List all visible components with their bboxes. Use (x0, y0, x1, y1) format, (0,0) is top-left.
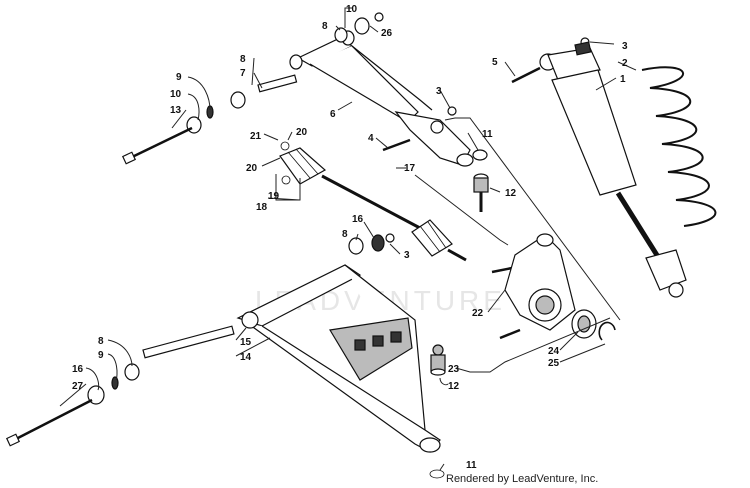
callout-11b: 11 (466, 460, 477, 471)
ball-joint-lower (430, 344, 446, 376)
callout-8b: 8 (240, 54, 246, 65)
callout-23: 23 (448, 364, 460, 375)
callout-12b: 12 (448, 381, 460, 392)
lower-mid-bushings (348, 234, 385, 255)
callout-16b: 16 (72, 364, 84, 375)
callout-8c: 8 (342, 229, 348, 240)
credit-text: Rendered by LeadVenture, Inc. (446, 473, 598, 485)
callout-12a: 12 (505, 188, 517, 199)
callout-4: 4 (368, 133, 374, 144)
callout-7: 7 (240, 68, 246, 79)
lower-a-arm (236, 264, 441, 453)
callout-15: 15 (240, 337, 252, 348)
callout-8d: 8 (98, 336, 104, 347)
callout-8a: 8 (322, 21, 328, 32)
callout-17: 17 (404, 163, 416, 174)
callout-9b: 9 (98, 350, 104, 361)
snap-ring (598, 321, 616, 341)
leader-lines (59, 7, 637, 471)
callout-9a: 9 (176, 72, 182, 83)
callout-22: 22 (472, 308, 484, 319)
callout-6: 6 (330, 109, 336, 120)
callout-labels: 10 8 26 8 7 9 10 13 6 3 4 11 12 21 20 20… (72, 4, 628, 471)
callout-19: 19 (268, 191, 280, 202)
cv-axle (279, 141, 467, 262)
steering-knuckle (504, 233, 576, 331)
lower-bushings (5, 325, 445, 479)
ball-joint-upper (472, 149, 489, 212)
shock-absorber (539, 41, 687, 298)
callout-20b: 20 (246, 163, 258, 174)
callout-25: 25 (548, 358, 560, 369)
callout-16a: 16 (352, 214, 364, 225)
upper-a-arm (289, 30, 474, 167)
bolts (382, 37, 590, 340)
callout-11a: 11 (482, 129, 493, 140)
callout-13: 13 (170, 105, 182, 116)
coil-spring (641, 66, 717, 227)
callout-3a: 3 (436, 86, 442, 97)
callout-3c: 3 (622, 41, 628, 52)
callout-20a: 20 (296, 127, 308, 138)
callout-10b: 10 (170, 89, 182, 100)
callout-2: 2 (622, 58, 628, 69)
callout-21: 21 (250, 131, 262, 142)
callout-27: 27 (72, 381, 84, 392)
callout-1: 1 (620, 74, 626, 85)
callout-18: 18 (256, 202, 268, 213)
callout-5: 5 (492, 57, 498, 68)
callout-26: 26 (381, 28, 393, 39)
callout-3b: 3 (404, 250, 410, 261)
callout-24: 24 (548, 346, 560, 357)
callout-14: 14 (240, 352, 252, 363)
callout-10a: 10 (346, 4, 358, 15)
